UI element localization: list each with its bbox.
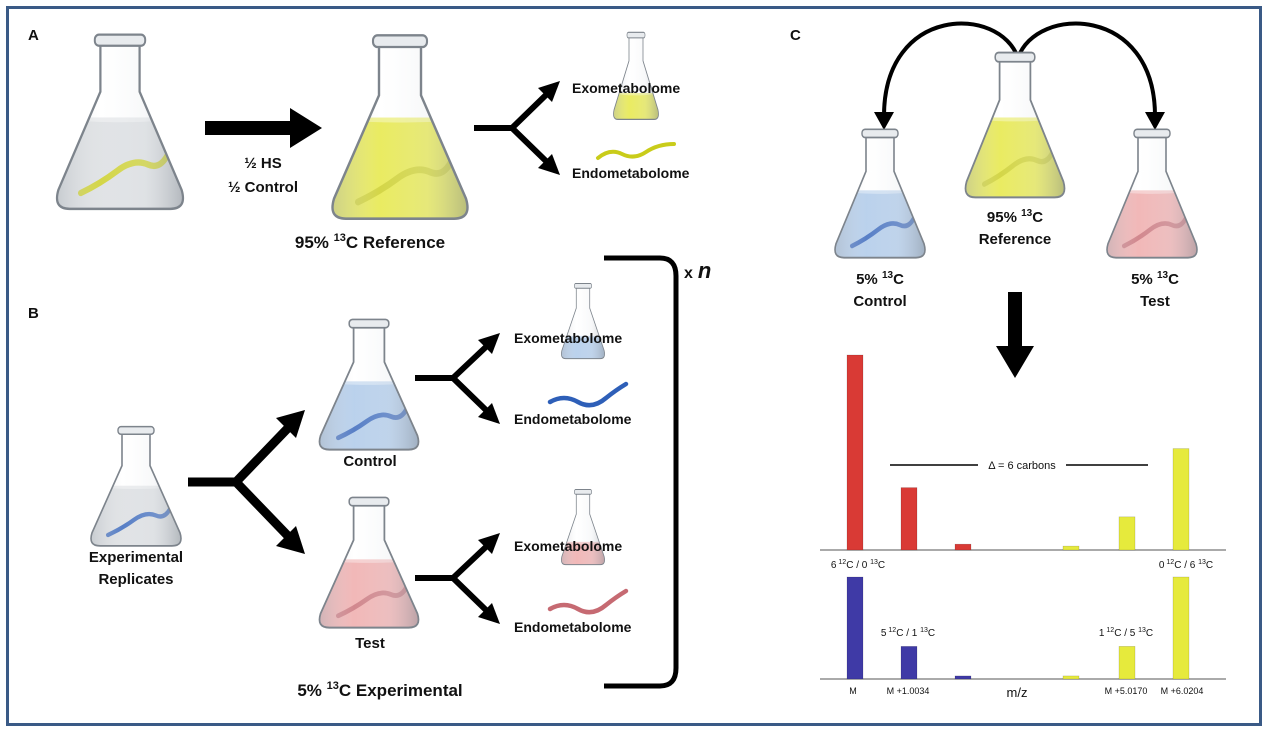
flask-rim — [574, 488, 592, 495]
control-label: Control — [343, 453, 396, 470]
arrowhead-icon — [538, 154, 560, 175]
top-spectrum-bar-light-0 — [846, 354, 864, 551]
flask-glass — [318, 325, 420, 451]
arrowhead-icon — [478, 403, 500, 424]
fork-arrow-icon — [474, 90, 551, 166]
flask-glass — [561, 493, 605, 566]
tick-m-plus-5: M +5.0170 — [1105, 686, 1148, 696]
tick-m-plus-1: M +1.0034 — [887, 686, 930, 696]
flask-glass — [561, 287, 605, 360]
experimental-caption: 5% 13C Experimental — [297, 680, 462, 700]
worm-icon — [547, 588, 629, 615]
top-spectrum-bar-heavy-5 — [1118, 516, 1136, 551]
flask-exometabolome-test — [561, 488, 605, 566]
reference-label-c: Reference — [979, 231, 1052, 248]
reference-pct-c: 95% 13C — [987, 208, 1043, 226]
worm-icon — [596, 142, 676, 160]
top-spectrum-bar-heavy-6 — [1172, 448, 1190, 551]
repeat-bracket — [604, 255, 679, 689]
top-spectrum-bar-light-2 — [954, 543, 972, 551]
arrowhead-icon — [478, 533, 500, 554]
exometabolome-label: Exometabolome — [572, 80, 680, 96]
flask-control — [318, 318, 420, 451]
worm-icon — [547, 381, 629, 408]
distribution-arrows — [882, 21, 1157, 117]
flask-glass — [834, 135, 926, 259]
flask-rim — [348, 318, 390, 329]
flask-glass — [964, 59, 1066, 199]
fork-arrow-icon — [415, 342, 491, 415]
panel-b-letter: B — [28, 305, 39, 322]
flask-glass — [90, 432, 182, 547]
exometabolome-label: Exometabolome — [514, 538, 622, 554]
arrowhead-icon — [1145, 112, 1165, 130]
arrowhead-icon — [538, 81, 560, 102]
flask-rim — [626, 31, 646, 39]
flask-rim — [861, 128, 899, 139]
bottom-spectrum-bar-heavy-6 — [1172, 576, 1190, 680]
flask-exometabolome-control — [561, 282, 605, 360]
arrow-down-icon — [996, 292, 1034, 378]
flask-glass — [613, 36, 659, 121]
endometabolome-label: Endometabolome — [572, 165, 690, 181]
arrow-label-hs: ½ HS — [244, 155, 282, 172]
flask-glass — [331, 44, 469, 221]
test-label: Test — [355, 635, 385, 652]
exometabolome-label: Exometabolome — [514, 330, 622, 346]
arrow-right-icon — [205, 108, 322, 148]
replicates-label-2: Replicates — [98, 571, 173, 588]
arrow-label-control: ½ Control — [228, 179, 298, 196]
test-pct-c: 5% 13C — [1131, 270, 1179, 288]
bottom-spectrum-bar-light-0 — [846, 576, 864, 680]
fork-arrow-icon — [415, 542, 491, 615]
bottom-spectrum-bar-light-2 — [954, 675, 972, 680]
flask-rim — [371, 34, 429, 49]
flask-rim — [348, 496, 390, 507]
flask-reference — [331, 34, 469, 221]
arrowhead-icon — [874, 112, 894, 130]
flask-rim — [93, 33, 147, 47]
flask-rim — [117, 425, 155, 436]
top-spectrum-bar-light-1 — [900, 487, 918, 551]
flask-rim — [574, 282, 592, 289]
control-label-c: Control — [853, 293, 906, 310]
arrowhead-icon — [276, 526, 305, 554]
flask-test — [318, 496, 420, 629]
tick-m-plus-6: M +6.0204 — [1161, 686, 1204, 696]
flask-clear-worm — [55, 33, 185, 211]
arrowhead-icon — [478, 603, 500, 624]
bottom-spectrum-bar-light-1 — [900, 646, 918, 680]
endometabolome-label: Endometabolome — [514, 619, 632, 635]
panel-a-letter: A — [28, 27, 39, 44]
bottom-spectrum-bar-heavy-5 — [1118, 646, 1136, 680]
flask-exometabolome-reference — [613, 31, 659, 121]
flask-glass — [55, 42, 185, 211]
reference-caption: 95% 13C Reference — [295, 232, 445, 252]
arrowhead-icon — [276, 410, 305, 438]
flask-rim — [1133, 128, 1171, 139]
flask-glass — [1106, 135, 1198, 259]
tick-m: M — [849, 686, 857, 696]
flask-glass — [318, 503, 420, 629]
fork-arrow-icon — [188, 424, 292, 540]
endometabolome-label: Endometabolome — [514, 411, 632, 427]
control-pct-c: 5% 13C — [856, 270, 904, 288]
delta-label: Δ = 6 carbons — [988, 460, 1056, 472]
replicates-label-1: Experimental — [89, 549, 183, 566]
panel-c-letter: C — [790, 27, 801, 44]
flask-rim — [994, 51, 1036, 63]
top-spectrum-bar-heavy-4 — [1062, 545, 1080, 551]
x-axis-label: m/z — [1007, 685, 1028, 700]
bottom-spectrum-bar-heavy-4 — [1062, 675, 1080, 680]
test-label-c: Test — [1140, 293, 1170, 310]
arrowhead-icon — [478, 333, 500, 354]
flask-test-c — [1106, 128, 1198, 259]
